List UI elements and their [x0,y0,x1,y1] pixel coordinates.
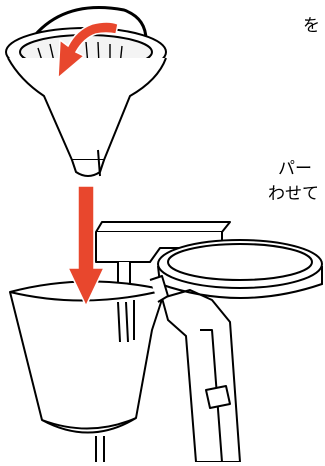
lower-filter-holder [10,276,168,462]
drip-tray [158,240,322,298]
caption-middle-line2: わせて [268,184,319,204]
caption-middle-line1: パー [278,159,312,179]
caption-top-right: を [303,16,320,36]
